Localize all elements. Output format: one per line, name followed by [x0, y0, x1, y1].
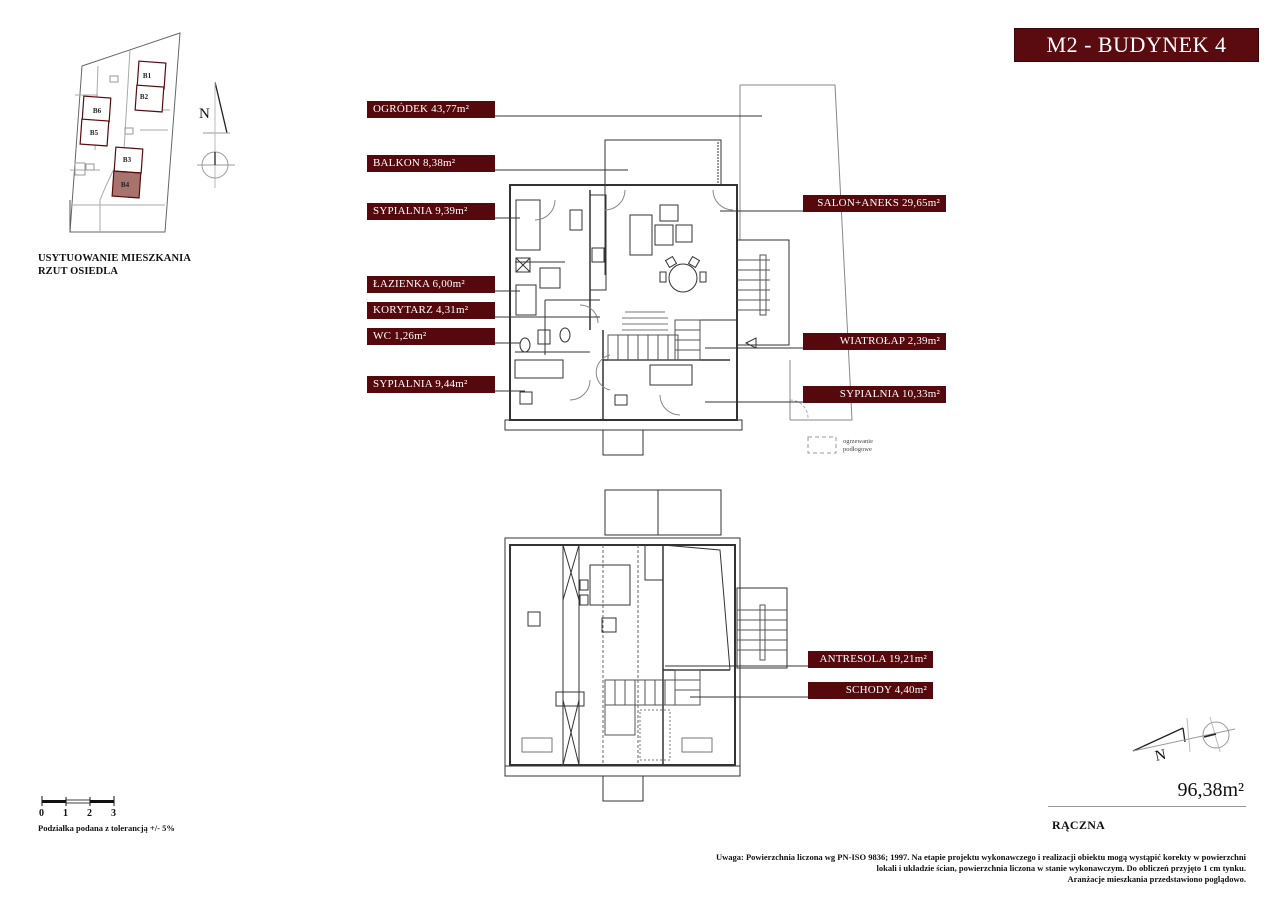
scale-tick-3: 3 [111, 808, 116, 819]
svg-text:B4: B4 [121, 181, 130, 189]
scale-note: Podziałka podana z tolerancją +/- 5% [38, 823, 175, 833]
legend-line1: ogrzewanie [843, 438, 873, 445]
svg-text:N: N [199, 106, 210, 122]
scale-tick-0: 0 [39, 808, 44, 819]
svg-text:B3: B3 [123, 156, 132, 164]
label-sypialnia-3: SYPIALNIA 10,33m² [803, 386, 946, 403]
label-salon-aneks: SALON+ANEKS 29,65m² [803, 195, 946, 212]
label-schody: SCHODY 4,40m² [808, 682, 933, 699]
floor-heating-legend: ogrzewanie podłogowe [843, 438, 873, 454]
svg-text:B2: B2 [140, 93, 149, 101]
site-plan-caption-line1: USYTUOWANIE MIESZKANIA [38, 253, 192, 264]
svg-text:N: N [1154, 747, 1168, 765]
label-wiatrolap: WIATROŁAP 2,39m² [803, 333, 946, 350]
label-balkon: BALKON 8,38m² [367, 155, 495, 172]
svg-text:B1: B1 [143, 72, 152, 80]
page-title: M2 - BUDYNEK 4 [1014, 28, 1259, 62]
svg-text:B5: B5 [90, 129, 99, 137]
label-ogrodek: OGRÓDEK 43,77m² [367, 101, 495, 118]
street-name: RĄCZNA [1052, 818, 1106, 832]
divider [1048, 806, 1246, 807]
disclaimer-line3: Aranżacje mieszkania przedstawiono poglą… [1067, 874, 1247, 884]
legend-line2: podłogowe [843, 446, 872, 453]
label-sypialnia-1: SYPIALNIA 9,39m² [367, 203, 495, 220]
label-korytarz: KORYTARZ 4,31m² [367, 302, 495, 319]
label-antresola: ANTRESOLA 19,21m² [808, 651, 933, 668]
scale-tick-1: 1 [63, 808, 68, 819]
disclaimer-line1: Uwaga: Powierzchnia liczona wg PN-ISO 98… [715, 852, 1246, 862]
svg-text:B6: B6 [93, 107, 102, 115]
label-sypialnia-2: SYPIALNIA 9,44m² [367, 376, 495, 393]
disclaimer: Uwaga: Powierzchnia liczona wg PN-ISO 98… [700, 852, 1246, 885]
site-plan-caption-line2: RZUT OSIEDLA [38, 266, 119, 277]
disclaimer-line2: lokali i układzie ścian, powierzchnia li… [876, 863, 1246, 873]
site-plan-caption: USYTUOWANIE MIESZKANIA RZUT OSIEDLA [38, 252, 191, 278]
label-lazienka: ŁAZIENKA 6,00m² [367, 276, 495, 293]
scale-tick-2: 2 [87, 808, 92, 819]
total-area: 96,38m² [1177, 779, 1244, 801]
label-wc: WC 1,26m² [367, 328, 495, 345]
